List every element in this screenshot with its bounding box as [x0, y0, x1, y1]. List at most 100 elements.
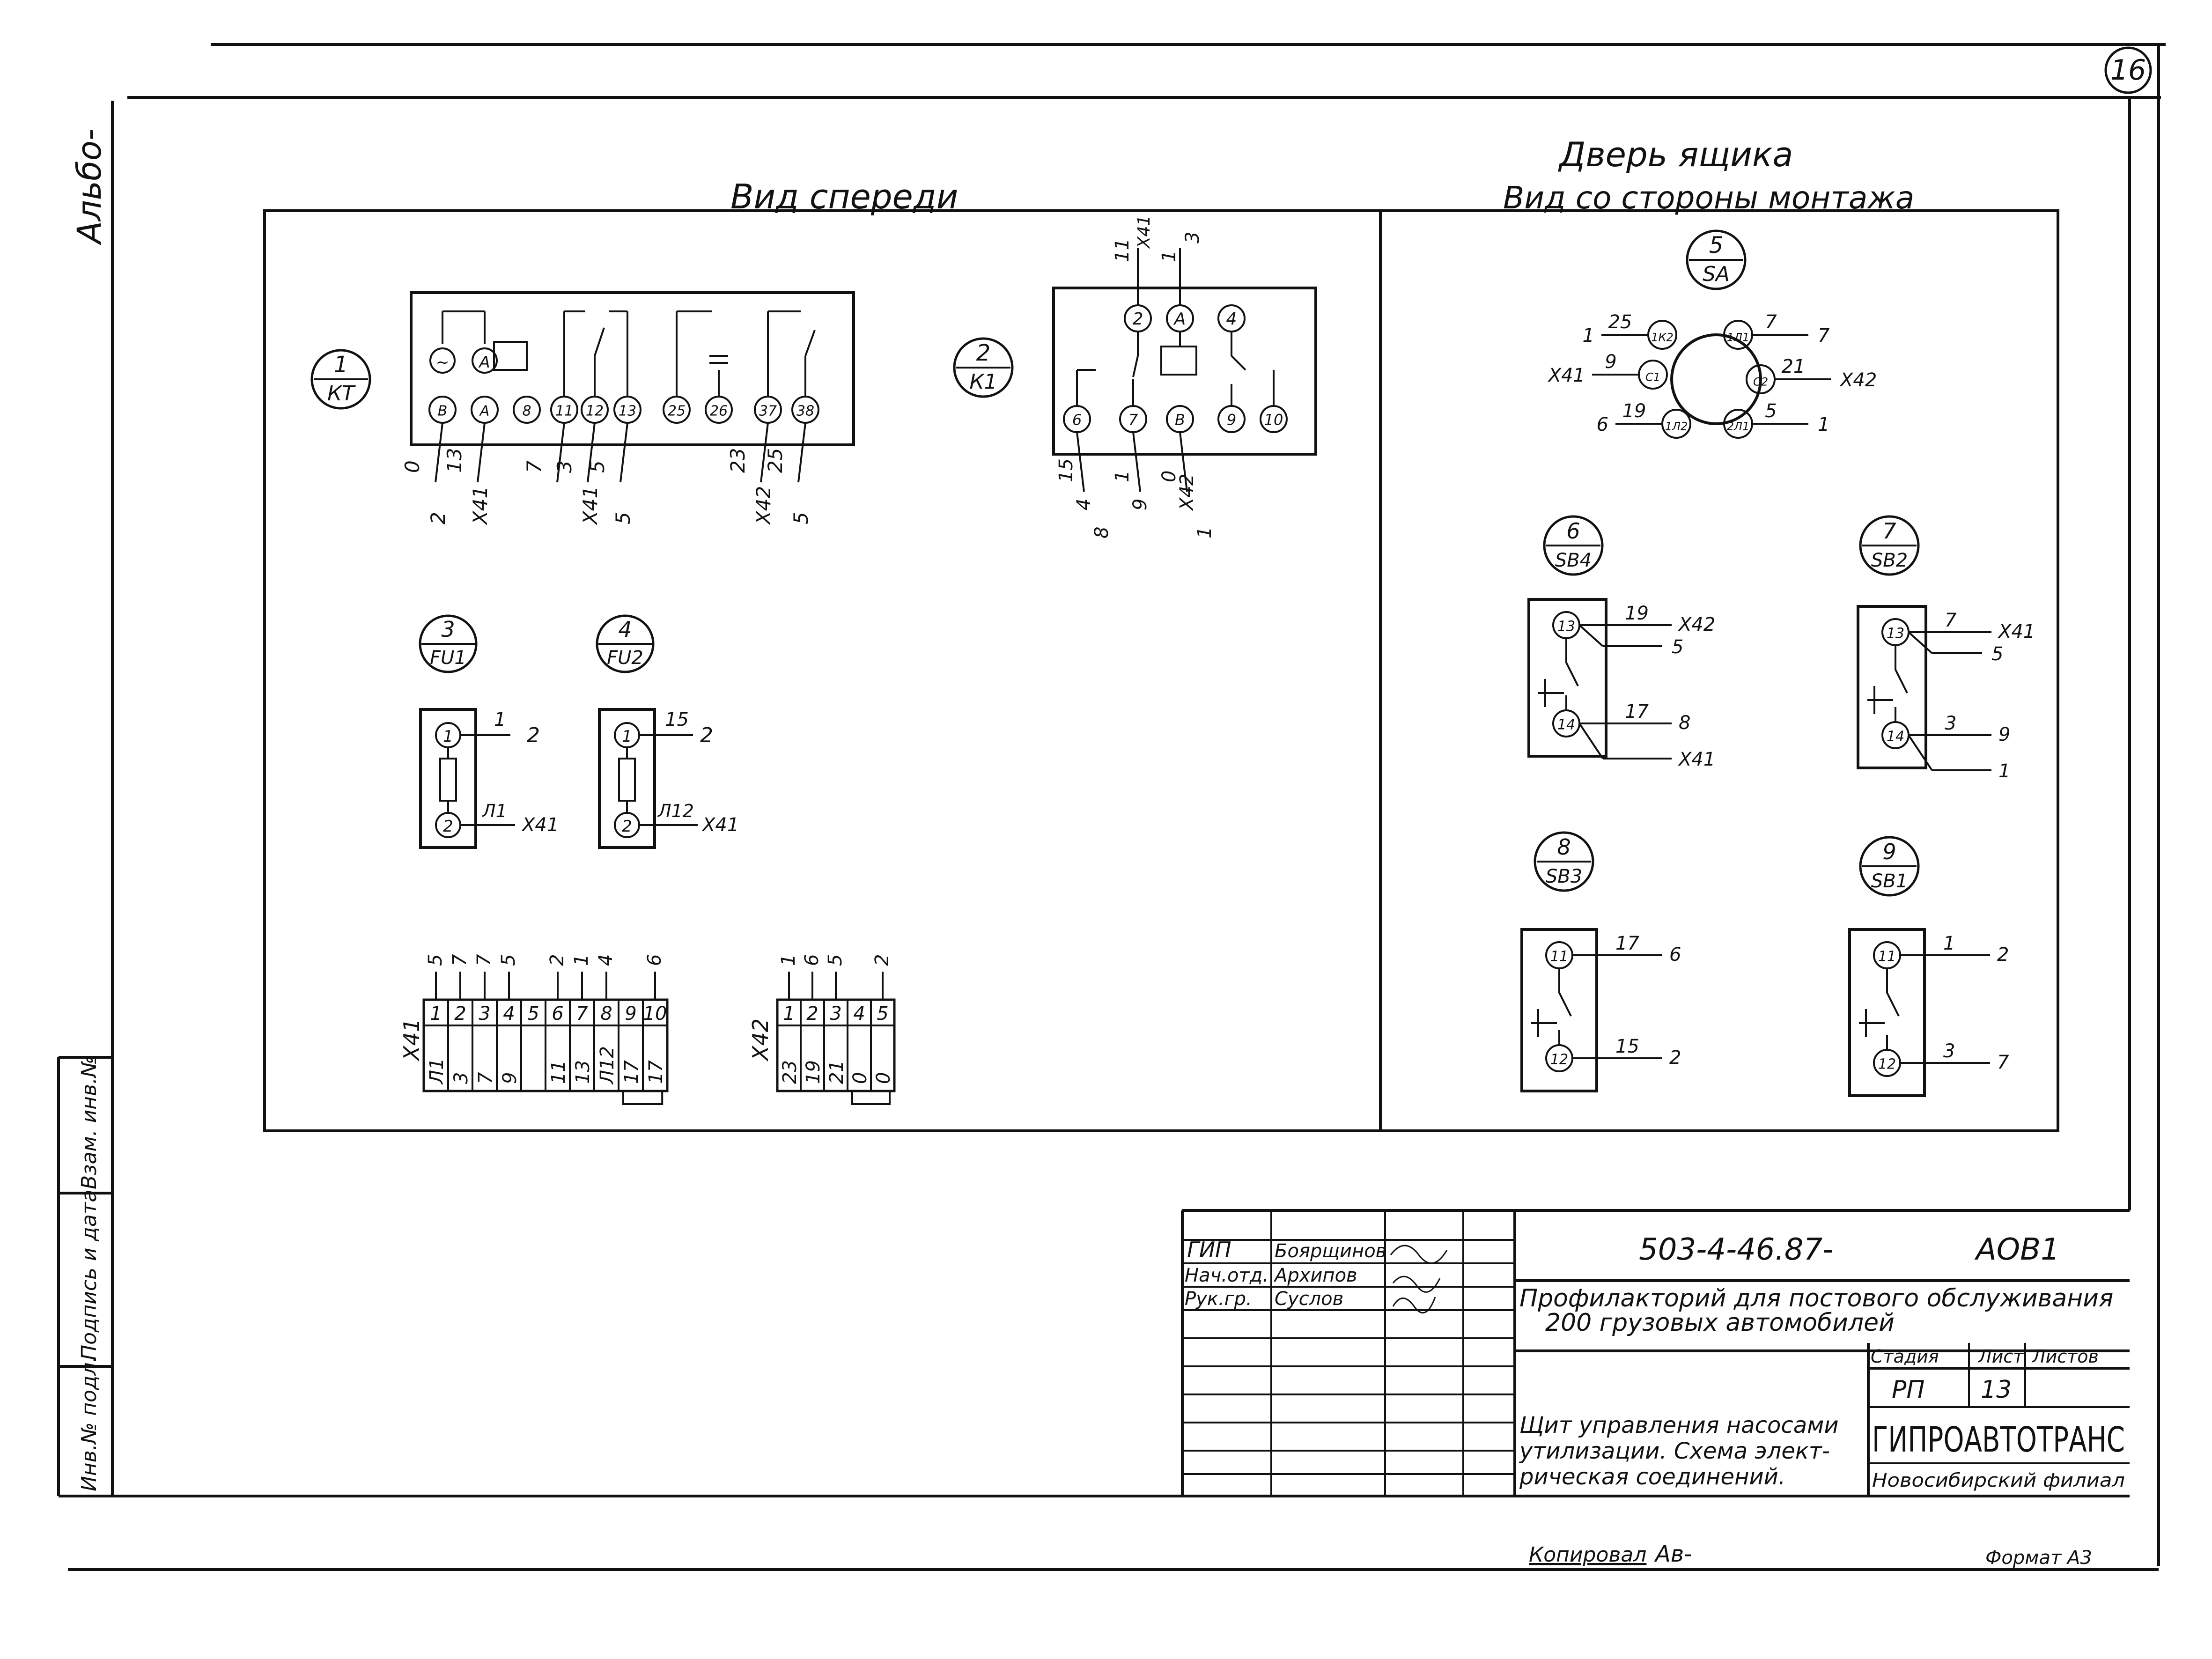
sb4-pin-top-label: 13 — [1557, 619, 1575, 635]
sb1-contact-symbol — [1859, 968, 1900, 1050]
sb2-bottom-target: 9 — [1998, 724, 2010, 745]
x41-top-1: 7 — [449, 954, 471, 966]
svg-text:11: 11 — [1112, 238, 1133, 262]
svg-text:2: 2 — [976, 340, 991, 366]
tag-sb2-num: 7 — [1882, 518, 1896, 544]
svg-text:1: 1 — [494, 709, 506, 730]
svg-text:Лист: Лист — [1977, 1346, 2024, 1367]
x41-bottom-7: Л12 — [597, 1046, 618, 1085]
sb1-top-num: 1 — [1943, 933, 1955, 954]
svg-text:503-4-46.87-: 503-4-46.87- — [1639, 1232, 1833, 1267]
x41-top-6: 1 — [571, 954, 592, 966]
x41-bottom-5: 11 — [548, 1060, 569, 1084]
svg-text:ГИП: ГИП — [1187, 1237, 1231, 1262]
kt-wire-line-1 — [477, 422, 486, 483]
k1-wire-2-label-1: Х42 — [1176, 474, 1198, 511]
svg-text:РП: РП — [1892, 1376, 1924, 1404]
kt-pin-6-circle — [663, 396, 691, 424]
x42-num-2: 3 — [830, 1003, 841, 1025]
sb4-pin-bottom-label: 14 — [1557, 717, 1575, 733]
sheet-frame — [57, 43, 2166, 1571]
kt-top-pins: ~ А — [429, 347, 498, 374]
kt-pin-6-label: 25 — [668, 403, 686, 420]
svg-text:Новосибирский филиал: Новосибирский филиал — [1872, 1470, 2125, 1491]
x42-bottom-3: 0 — [849, 1072, 871, 1084]
svg-text:2: 2 — [527, 723, 540, 747]
sb1-top-target: 2 — [1997, 944, 2009, 966]
svg-text:Х41: Х41 — [521, 814, 559, 836]
left-stamp: Инв.№ подл. Подпись и дата Взам. инв.№ — [77, 1056, 101, 1491]
sa-wire-4-target: 6 — [1597, 414, 1608, 435]
diagram-panels — [263, 209, 2059, 1132]
svg-text:А: А — [478, 353, 490, 372]
sb4-body — [1527, 598, 1607, 758]
x41-num-9: 10 — [643, 1003, 667, 1025]
svg-text:Копировал: Копировал — [1529, 1543, 1646, 1567]
k1-pin-1-label: 7 — [1128, 411, 1138, 429]
sa-wire-4-num: 19 — [1622, 400, 1646, 422]
sb4-contact-symbol — [1538, 638, 1579, 710]
sb3-pin-top-label: 11 — [1550, 949, 1568, 965]
sb1-pin-top-label: 11 — [1878, 949, 1896, 965]
sa-pin-2-label: С1 — [1645, 371, 1660, 384]
sb3-pin-bottom-label: 12 — [1550, 1052, 1568, 1068]
x41-top-3: 5 — [498, 954, 519, 966]
kt-pin-8-label: 37 — [759, 403, 777, 420]
k1-wire-2-label-0: 0 — [1158, 471, 1180, 482]
k1-pin-2-label: В — [1175, 411, 1185, 429]
sb2-wire-bottom-branch — [1908, 734, 1933, 771]
x41-num-5: 6 — [552, 1003, 563, 1025]
x41-top-5: 2 — [546, 954, 568, 966]
kt-pin-0-label: В — [438, 403, 448, 420]
x41-num-8: 9 — [625, 1003, 636, 1025]
front-view-title: Вид спереди — [730, 177, 958, 216]
kt-wire-1-label-0: 13 — [443, 448, 466, 473]
sb2-bottom-num: 3 — [1945, 713, 1956, 734]
svg-text:К1: К1 — [969, 370, 997, 394]
x42-num-4: 5 — [877, 1003, 888, 1025]
kt-pin-7-label: 26 — [710, 403, 728, 420]
sb2-top-target: Х41 — [1998, 621, 2035, 642]
sa-pin-1-label: 1Л1 — [1727, 331, 1750, 344]
svg-text:Взам. инв.№: Взам. инв.№ — [77, 1056, 101, 1189]
k1-wire-0-label-0: 15 — [1055, 458, 1077, 482]
sb2-contact-symbol — [1867, 645, 1908, 722]
kt-wire-line-0 — [435, 422, 443, 483]
push-buttons: 6SB4131419Х425178Х417SB213147Х4153918SB3… — [1520, 515, 2035, 1097]
sb2-top-num: 7 — [1945, 610, 1957, 631]
tag-k1: 2 К1 — [953, 337, 1014, 398]
sb2-bottom-branch-target: 1 — [1998, 760, 2010, 782]
x42-top-0: 1 — [778, 954, 799, 966]
svg-text:1: 1 — [622, 727, 632, 746]
svg-text:SA: SA — [1703, 262, 1730, 286]
x42-top-4: 2 — [871, 954, 893, 966]
kt-wire-2-label-0: 7 — [523, 460, 546, 473]
tag-fu2: 4 FU2 — [596, 614, 655, 673]
x42-bottom-2: 21 — [826, 1060, 848, 1084]
title-block: ГИП Боярщинов Нач.отд. Архипов Рук.гр. С… — [1181, 1209, 2130, 1496]
door-title-line1: Дверь ящика — [1558, 135, 1793, 174]
x41-bottom-3: 9 — [499, 1072, 521, 1084]
sa-wire-5-target: 1 — [1818, 414, 1829, 435]
tag-kt: 1 КТ — [310, 349, 371, 410]
x41-num-3: 4 — [503, 1003, 515, 1025]
sb1-body — [1848, 928, 1926, 1097]
svg-text:FU1: FU1 — [430, 647, 466, 669]
sa-pin-0-label: 1К2 — [1651, 331, 1674, 344]
x41-num-7: 8 — [600, 1003, 612, 1025]
x41-bottom-1: 3 — [450, 1072, 472, 1084]
x42-num-0: 1 — [783, 1003, 795, 1025]
sa-wire-2-num: 9 — [1605, 351, 1616, 373]
x42-top-1: 6 — [801, 954, 823, 966]
x41-top-9: 6 — [644, 954, 665, 966]
svg-text:Л12: Л12 — [657, 801, 694, 821]
svg-text:Стадия: Стадия — [1871, 1346, 1939, 1367]
sb2-pin-bottom-label: 14 — [1887, 729, 1904, 745]
tag-sb2-circle — [1859, 515, 1920, 576]
